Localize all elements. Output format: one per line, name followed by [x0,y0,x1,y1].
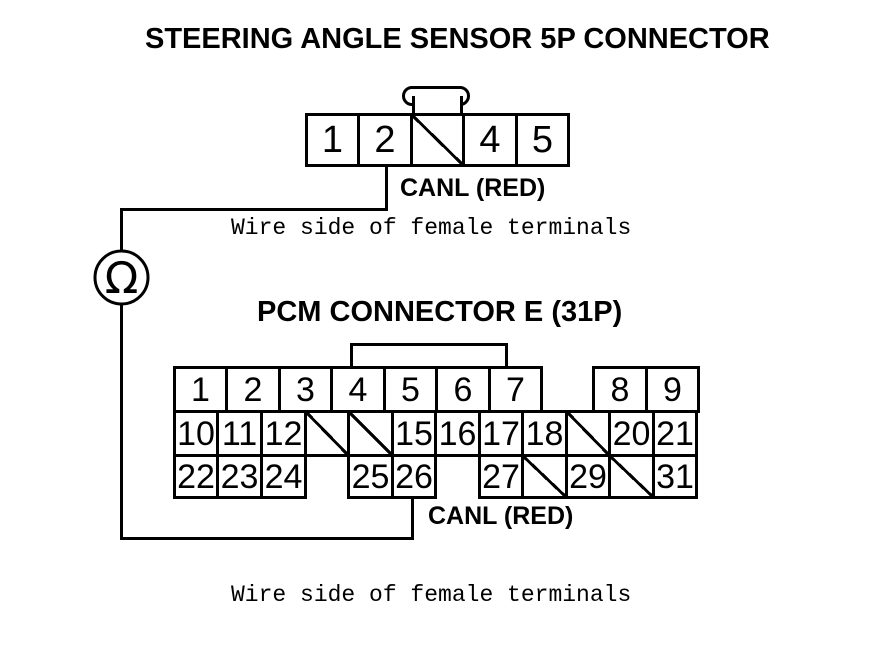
sensor-caption: Wire side of female terminals [231,215,632,241]
pcm-pin-4: 4 [330,366,386,413]
pcm-pin-31: 31 [652,454,698,499]
pcm-pin-26: 26 [391,454,437,499]
sensor-pin-4: 4 [462,113,518,167]
pcm-pin-25: 25 [347,454,394,499]
ohmmeter-symbol: Ω [104,252,139,304]
pcm-pin-20: 20 [608,410,655,457]
pcm-pin-3: 3 [278,366,333,413]
pcm-pin-30-slash-icon [608,454,655,499]
pcm-wire-label: CANL (RED) [428,502,574,530]
sensor-connector-tab-neck [412,96,463,113]
pcm-pin-14-slash-icon [347,410,394,457]
pcm-pin-17: 17 [478,410,524,457]
sensor-pin-1: 1 [305,113,360,167]
pcm-pin-22: 22 [173,454,219,499]
pcm-pin-24: 24 [260,454,307,499]
pcm-pin-19-slash-icon [565,410,611,457]
sensor-pin-5: 5 [515,113,570,167]
pcm-pin-27: 27 [478,454,524,499]
pcm-pin-8: 8 [592,366,648,413]
diagram-title: STEERING ANGLE SENSOR 5P CONNECTOR [145,23,770,55]
pcm-pin-1: 1 [173,366,228,413]
pcm-pin-10: 10 [173,410,219,457]
pcm-pin-21: 21 [652,410,698,457]
pcm-pin-9: 9 [645,366,700,413]
pcm-pin-5: 5 [383,366,438,413]
pcm-pin-16: 16 [434,410,481,457]
pcm-pin-28-slash-icon [521,454,568,499]
pcm-pin-12: 12 [260,410,307,457]
sensor-wire-label: CANL (RED) [400,174,546,202]
sensor-pin-3-slash-icon [410,113,465,167]
pcm-pin-29: 29 [565,454,611,499]
pcm-pin-18: 18 [521,410,568,457]
pcm-title: PCM CONNECTOR E (31P) [257,296,623,328]
pcm-pin-15: 15 [391,410,437,457]
pcm-pin-2: 2 [225,366,281,413]
pcm-caption: Wire side of female terminals [231,582,632,608]
pcm-pin-6: 6 [435,366,491,413]
pcm-pin-7: 7 [488,366,543,413]
pcm-pin-13-slash-icon [304,410,350,457]
sensor-pin-2: 2 [357,113,413,167]
pcm-pin-11: 11 [216,410,263,457]
pcm-pin-23: 23 [216,454,263,499]
